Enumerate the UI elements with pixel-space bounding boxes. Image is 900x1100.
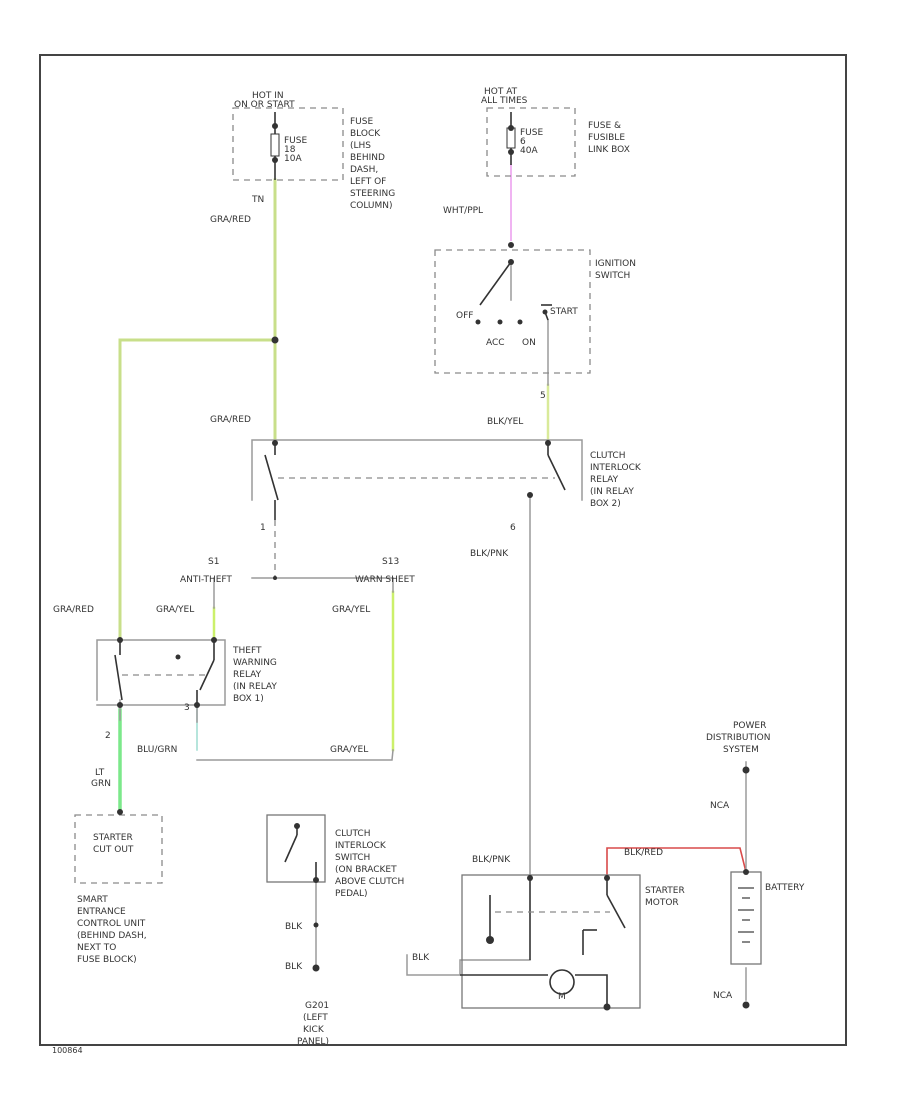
ignition-switch-position-off: OFF <box>456 311 473 321</box>
wire-label-blk-red: BLK/RED <box>624 848 663 858</box>
wire-gray-harness <box>119 259 747 1001</box>
wire-label-wht-ppl: WHT/PPL <box>443 206 483 216</box>
pin-number: 2 <box>105 731 111 741</box>
diagram-frame <box>39 54 847 1046</box>
battery: BATTERY <box>730 869 805 1009</box>
wire-label-blk-pnk-starter: BLK/PNK <box>472 855 511 865</box>
wire-label-gra-red-mid: GRA/RED <box>210 415 251 425</box>
wire-label-blk-upper: BLK <box>285 922 303 932</box>
wire-label-nca-bottom: NCA <box>713 991 733 1001</box>
splice-s13: S13 <box>382 557 399 567</box>
wire-label-nca-top: NCA <box>710 801 730 811</box>
splice-s1: S1 <box>208 557 219 567</box>
ignition-switch-position-acc: ACC <box>486 338 505 348</box>
ignition-switch-position-start: START <box>550 307 578 317</box>
wire-blk-red <box>606 847 747 876</box>
splices: S1 ANTI-THEFT S13 WARN SHEET <box>180 336 415 585</box>
wire-label-gra-yel-right: GRA/YEL <box>332 605 370 615</box>
wire-labels: TN GRA/RED WHT/PPL GRA/RED BLK/YEL BLK/P… <box>53 195 733 1001</box>
wire-label-blk-pnk-relay: BLK/PNK <box>470 549 509 559</box>
wire-label-gra-yel-bottom: GRA/YEL <box>330 745 368 755</box>
wire-label-blk-yel: BLK/YEL <box>487 417 523 427</box>
pin-number: 6 <box>510 523 516 533</box>
splice-s1-label: ANTI-THEFT <box>180 575 232 585</box>
wire-label-gra-red-top: GRA/RED <box>210 215 251 225</box>
wire-gra-red <box>118 178 277 642</box>
pin-number: 1 <box>260 523 266 533</box>
wire-label-blk-lower: BLK <box>285 962 303 972</box>
wire-label-starter-feed: BLK <box>412 953 430 963</box>
ignition-switch-position-on: ON <box>522 338 536 348</box>
wire-label-tn: TN <box>251 195 264 205</box>
wire-label-gra-yel-relay: GRA/YEL <box>156 605 194 615</box>
starter-motor-armature <box>549 969 575 995</box>
wire-label-gra-red-left: GRA/RED <box>53 605 94 615</box>
splice-s13-label: WARN SHEET <box>355 575 415 585</box>
pin-number: 5 <box>540 391 546 401</box>
pin-number: 3 <box>184 703 190 713</box>
figure-id: 100864 <box>52 1046 83 1055</box>
wire-label-blu-grn: BLU/GRN <box>137 745 177 755</box>
starter-motor-m: M <box>558 992 566 1002</box>
pin-numbers: 1 2 3 5 6 <box>105 391 546 741</box>
battery-label: BATTERY <box>765 883 805 893</box>
